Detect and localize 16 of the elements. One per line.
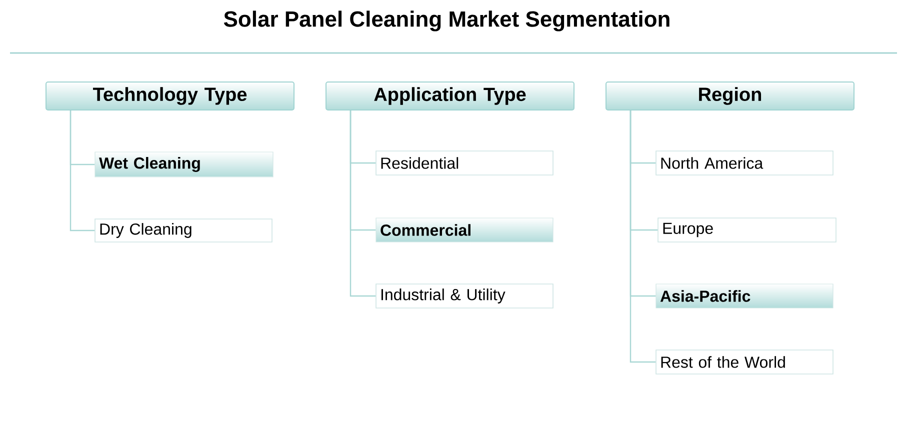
connector	[70, 110, 95, 232]
segment-box: Industrial & Utility	[376, 284, 554, 308]
highlighted-segment-box: Wet Cleaning	[94, 152, 274, 178]
segment-box: Dry Cleaning	[94, 218, 272, 242]
segment-box: Residential	[376, 150, 554, 176]
category-header: Application Type	[326, 82, 574, 110]
highlighted-segment-box: Asia-Pacific	[656, 284, 834, 308]
category-header: Region	[606, 82, 854, 110]
title: Solar Panel Cleaning Market Segmentation	[224, 10, 670, 32]
segment-box: North America	[656, 150, 834, 176]
segment-box: Rest of the World	[656, 350, 834, 374]
connector	[630, 110, 656, 363]
highlighted-segment-box: Commercial	[376, 218, 554, 242]
segment-box: Europe	[658, 218, 836, 242]
connector	[350, 110, 376, 297]
category-header: Technology Type	[46, 82, 294, 110]
